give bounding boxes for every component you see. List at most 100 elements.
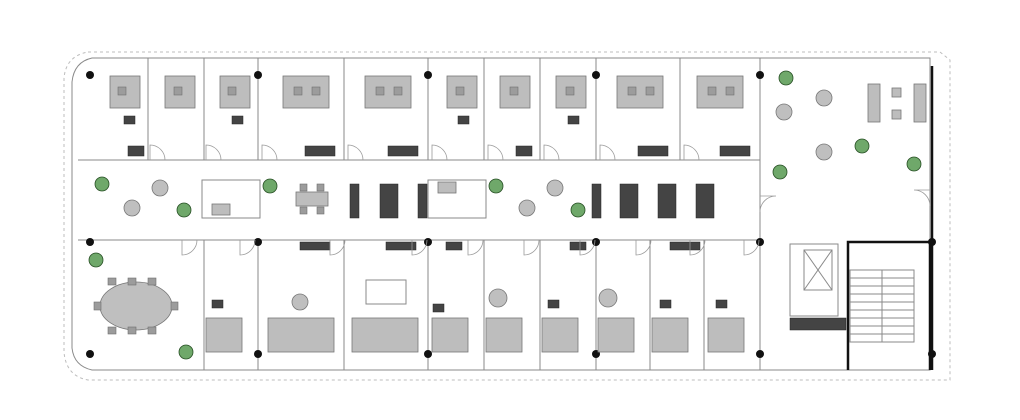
desk-icon [431,317,469,353]
columns [86,71,936,358]
meeting-desk [365,279,407,305]
desk-icon [651,317,689,353]
door-icon [239,239,256,256]
chair-icon [509,86,519,96]
desk-icon [696,75,744,109]
column-icon [424,238,432,246]
plant-icon [94,176,110,192]
column-icon [86,71,94,79]
stair-enclosure [846,240,932,370]
chair-icon [393,86,403,96]
service-core [789,66,934,370]
counter-icon [789,317,847,331]
door-icon [683,144,700,161]
door-icon [329,239,346,256]
elevator-icon [789,243,839,317]
chair-icon [707,86,717,96]
south-doors [181,189,931,256]
chair-icon [107,277,117,286]
round-table-icon [518,199,536,217]
desk-icon [541,317,579,353]
column-icon [424,350,432,358]
cabinet-icon [387,145,419,157]
chair-icon [127,277,137,286]
side-table [891,87,902,98]
plant-icon [262,178,278,194]
north-offices [147,58,681,160]
building-outline [63,51,951,381]
printer-icon [211,203,231,216]
chair-icon [107,326,117,335]
cabinet-icon [695,183,715,219]
door-icon [467,239,484,256]
cabinet-icon [231,115,244,125]
column-icon [592,238,600,246]
chair-icon [173,86,183,96]
cabinet-icon [457,115,470,125]
door-icon [635,239,652,256]
cabinet-icon [432,303,445,313]
door-icon [347,144,364,161]
cabinet-icon [123,115,136,125]
door-icon [181,239,198,256]
round-table-icon [815,143,833,161]
door-icon [411,239,428,256]
column-icon [86,350,94,358]
round-table-icon [775,103,793,121]
chair-icon [227,86,237,96]
conference-room [93,277,179,335]
desk-icon [351,317,419,353]
chair-icon [170,301,179,311]
column-icon [756,238,764,246]
south-offices [203,240,705,370]
cabinet-icon [445,241,463,251]
south-desks [205,241,745,353]
round-table-icon [598,288,618,308]
chair-icon [117,86,127,96]
chair-icon [455,86,465,96]
desk-icon [597,317,635,353]
plant-icon [906,156,922,172]
corridor-furniture [123,179,715,219]
cabinet-icon [385,241,417,251]
cabinet-icon [567,115,580,125]
door-icon [431,144,448,161]
chair-icon [316,183,325,192]
column-icon [254,71,262,79]
cabinet-icon [299,241,331,251]
cabinet-icon [349,183,360,219]
cabinet-icon [715,299,728,309]
chair-icon [93,301,102,311]
chair-icon [311,86,321,96]
door-icon [261,144,278,161]
door-icon [543,144,560,161]
round-table-icon [123,199,141,217]
cabinet-icon [211,299,224,309]
column-icon [756,71,764,79]
sofa-icon [913,83,927,123]
desk-icon [267,317,335,353]
east-lounge [775,83,927,161]
column-icon [254,238,262,246]
cabinet-icon [547,299,560,309]
desk-icon [485,317,523,353]
round-table-icon [488,288,508,308]
column-icon [254,350,262,358]
door-icon [149,144,166,161]
desk-icon [295,191,329,207]
column-icon [424,71,432,79]
side-table [891,109,902,120]
door-icon [743,239,760,256]
cabinet-icon [127,145,145,157]
door-icon [599,144,616,161]
cabinet-icon [657,183,677,219]
cabinet-icon [379,183,399,219]
cabinet-icon [569,241,587,251]
cabinet-icon [619,183,639,219]
print-station [427,179,487,219]
door-icon [579,239,596,256]
plant-icon [778,70,794,86]
chair-icon [293,86,303,96]
plant-icon [570,202,586,218]
